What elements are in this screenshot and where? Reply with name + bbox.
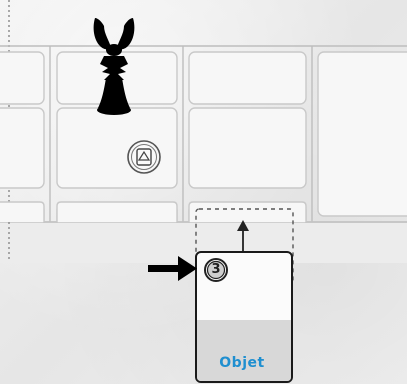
board-slot-large[interactable] xyxy=(318,52,407,216)
board-slot-edge xyxy=(57,202,177,222)
triangle-in-square-icon[interactable] xyxy=(128,141,160,173)
board-slot-edge xyxy=(189,202,306,222)
card-type-label: Objet xyxy=(194,355,290,371)
board-slot[interactable] xyxy=(0,108,44,188)
card-number: 3 xyxy=(205,259,227,281)
board-slot[interactable] xyxy=(0,52,44,104)
board-slot-edge xyxy=(0,202,44,222)
board-slot[interactable] xyxy=(189,108,306,188)
board-slot[interactable] xyxy=(189,52,306,104)
board-slot[interactable] xyxy=(57,108,177,188)
